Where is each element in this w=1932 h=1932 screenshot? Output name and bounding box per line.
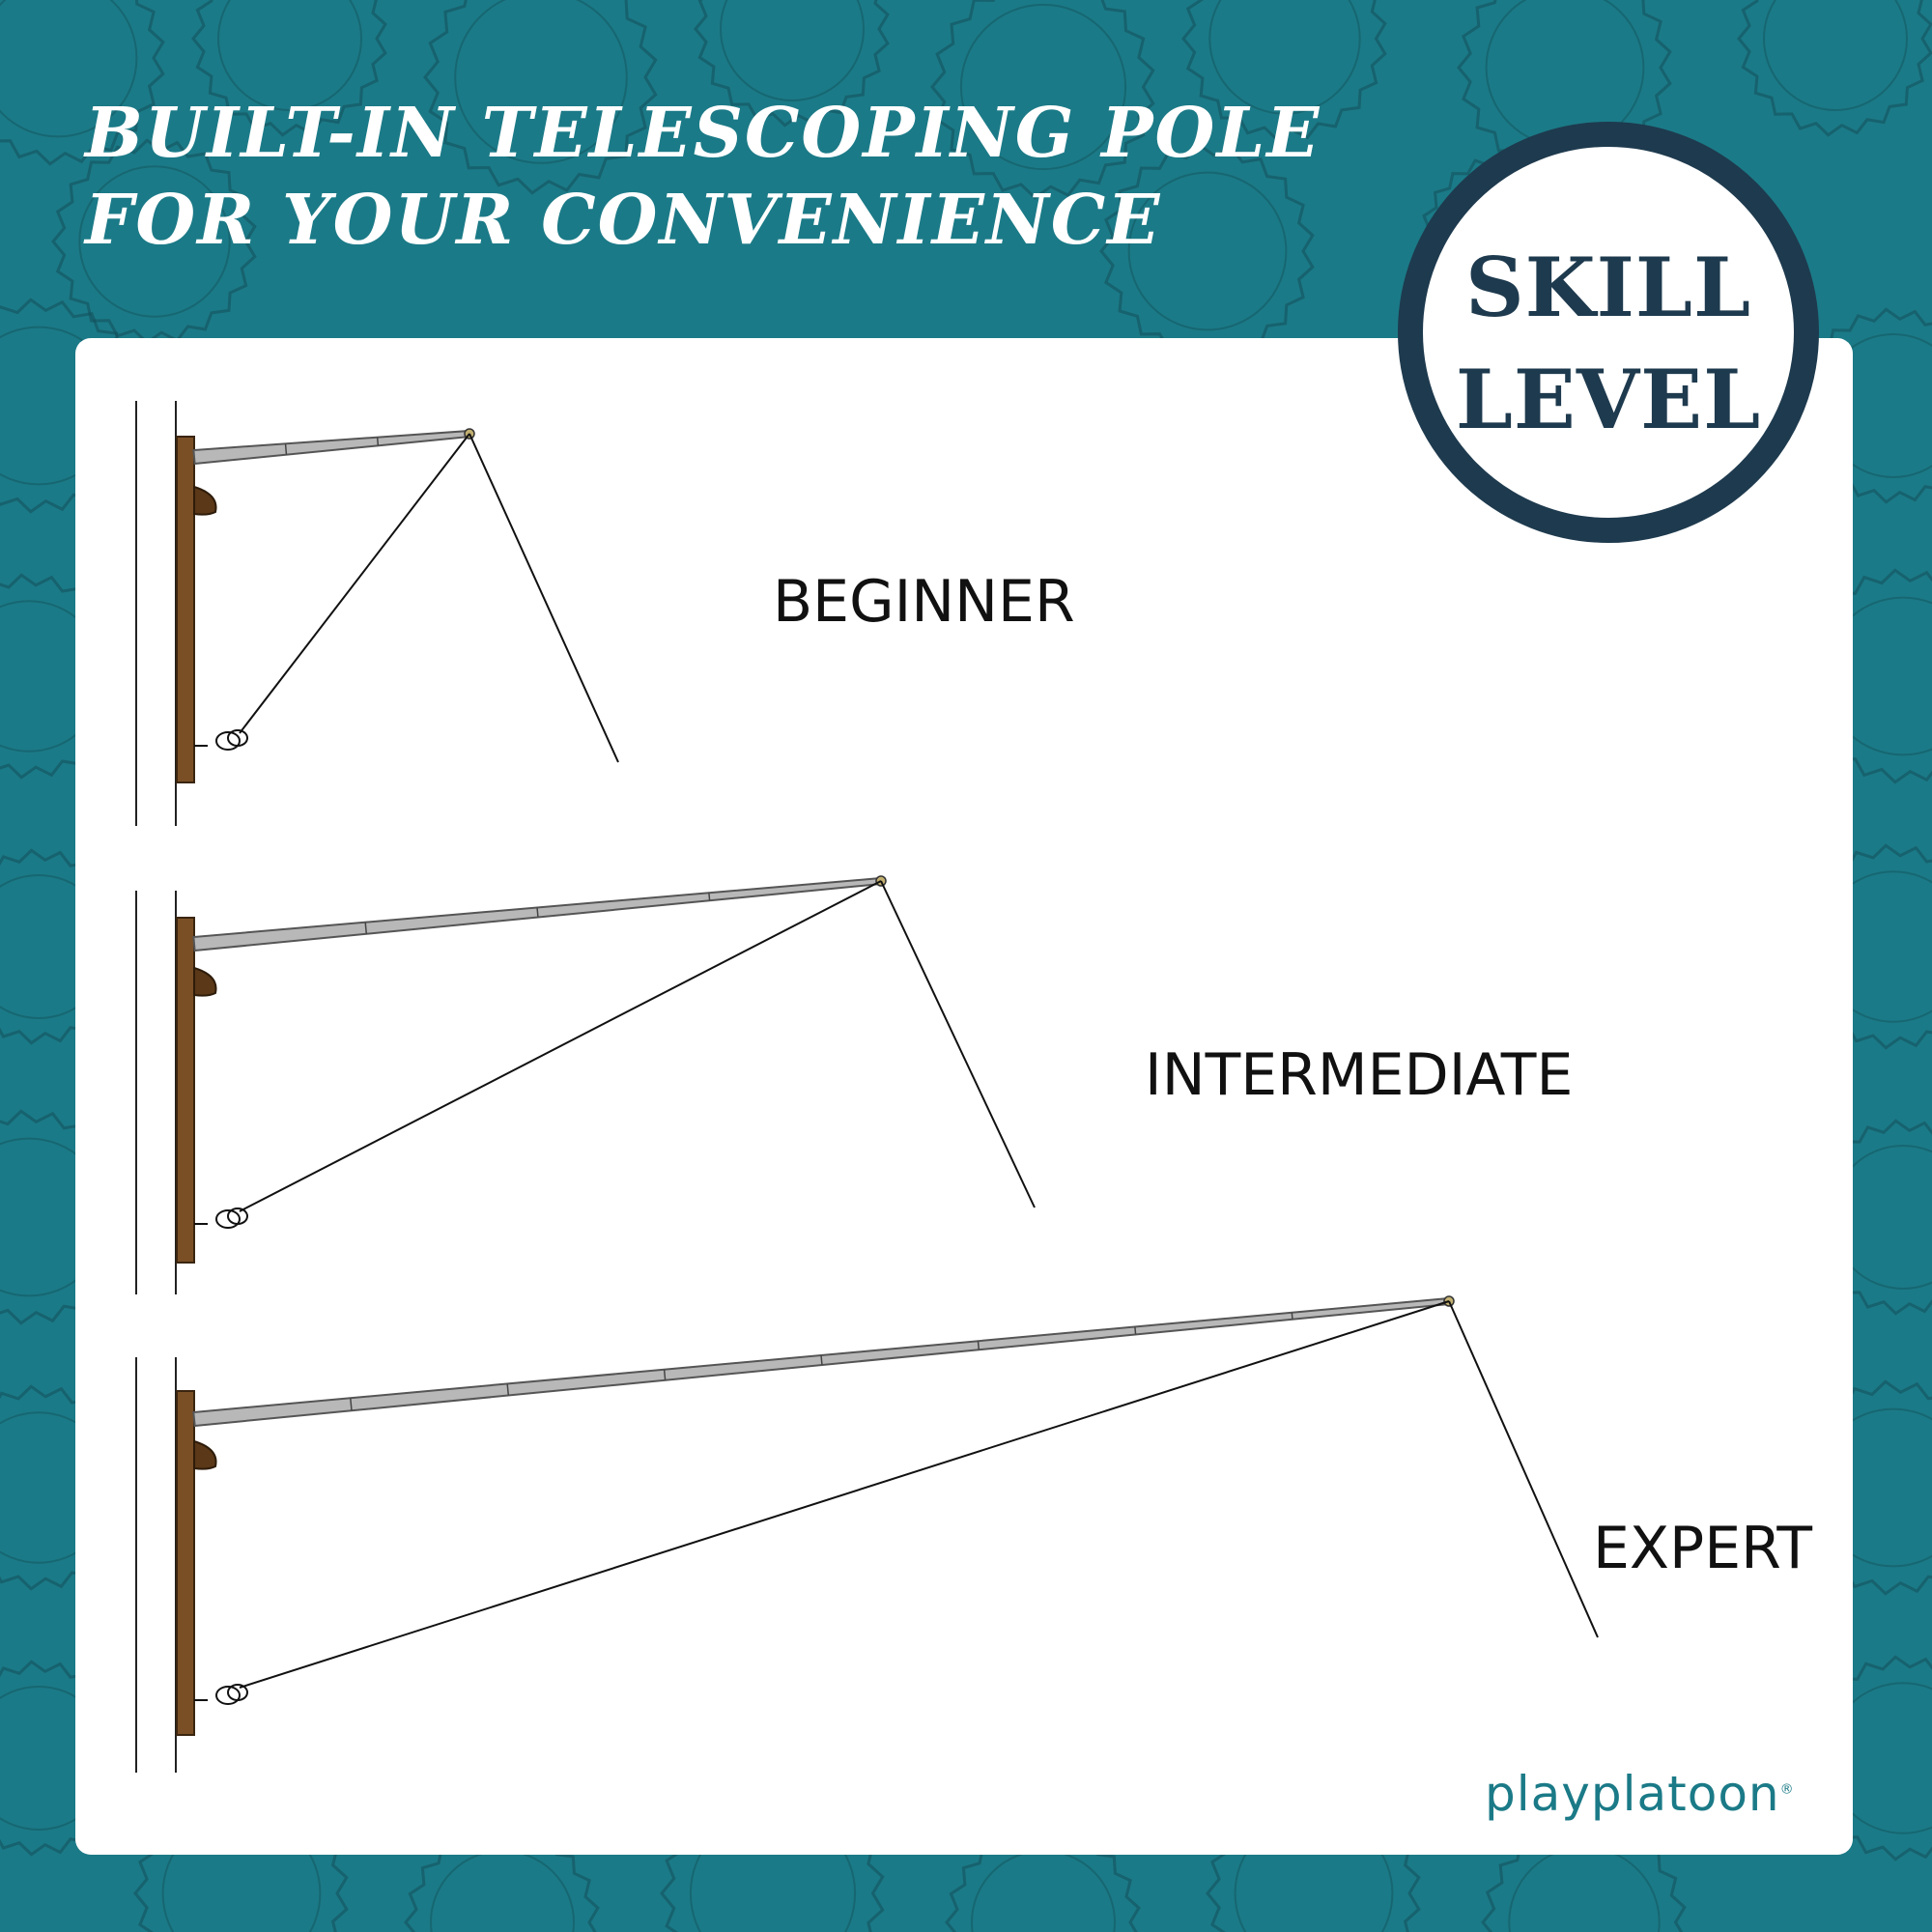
registered-mark: ® [1779, 1781, 1795, 1798]
wood-backboard [176, 436, 195, 783]
string-to-ring [239, 1300, 1450, 1689]
pole-rig [135, 1295, 1599, 1773]
pole-segment-joint [536, 907, 539, 918]
pole-segment-joint [284, 443, 288, 455]
bottle-cap-icon [191, 0, 387, 137]
hook-icon [227, 729, 248, 747]
hanging-string [880, 880, 1036, 1208]
playplatoon-logo: playplatoon® [1485, 1766, 1795, 1822]
telescoping-pole [192, 429, 471, 466]
pole-rig [135, 875, 1036, 1294]
ring-icon [215, 1209, 241, 1229]
pole-segment-joint [977, 1341, 980, 1350]
hanging-string [469, 433, 619, 763]
pole-segment-joint [1291, 1312, 1293, 1320]
pole-segment-joint [506, 1383, 510, 1396]
hanging-string [1448, 1300, 1599, 1638]
string-to-ring [239, 880, 882, 1212]
intermediate-label: INTERMEDIATE [1145, 1041, 1574, 1109]
ring-icon [215, 1686, 241, 1705]
headline-line-2: FOR YOUR CONVENIENCE [85, 179, 1162, 260]
pole-segment-joint [820, 1354, 823, 1366]
hook-icon [227, 1684, 248, 1701]
bottle-cap-icon [694, 0, 890, 128]
bottle-cap-icon [51, 138, 257, 345]
skill-level-badge: SKILL LEVEL [1398, 122, 1819, 543]
string-to-ring [239, 433, 470, 734]
pole-segment-joint [663, 1369, 667, 1380]
pole-segment-joint [350, 1398, 353, 1411]
mount-bracket [193, 485, 217, 516]
bottle-cap-icon [1737, 0, 1932, 137]
badge-line-1: SKILL [1464, 240, 1752, 335]
headline-line-1: BUILT-IN TELESCOPING POLE [85, 92, 1321, 173]
bottle-cap-icon [423, 0, 658, 195]
bottle-cap-icon [0, 0, 165, 166]
hook-icon [227, 1208, 248, 1225]
bottle-cap-icon [1181, 0, 1387, 142]
telescoping-pole-diagram [135, 401, 1599, 1773]
beginner-label: BEGINNER [773, 568, 1075, 636]
expert-label: EXPERT [1593, 1515, 1813, 1582]
mount-bracket [193, 966, 217, 997]
badge-line-2: LEVEL [1455, 352, 1762, 447]
logo-text: playplatoon [1485, 1766, 1780, 1822]
pole-segment-joint [708, 893, 711, 901]
pole-rig [135, 401, 619, 826]
diagram-panel [75, 338, 1853, 1855]
mount-bracket [193, 1439, 217, 1470]
pole-segment-joint [376, 437, 380, 446]
wood-backboard [176, 1390, 195, 1736]
pole-segment-joint [364, 922, 368, 934]
wood-backboard [176, 917, 195, 1264]
ring-icon [215, 731, 241, 751]
bottle-cap-icon [930, 0, 1155, 200]
pole-segment-joint [1134, 1326, 1137, 1335]
